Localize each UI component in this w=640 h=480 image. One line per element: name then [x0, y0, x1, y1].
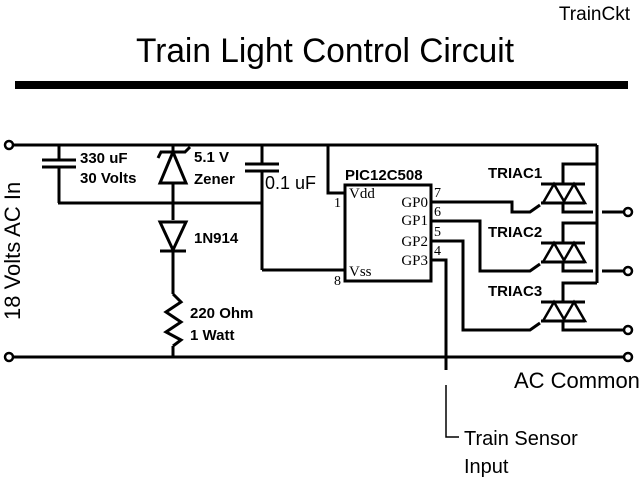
pin-vss-name: Vss	[349, 264, 372, 280]
triac2-label: TRIAC2	[488, 224, 542, 241]
input-terminal-top	[3, 139, 15, 151]
diode-part: 1N914	[194, 230, 239, 247]
resistor-220ohm	[163, 292, 184, 357]
cap-main-rating: 30 Volts	[80, 170, 136, 187]
title-underline	[15, 81, 628, 89]
ac-common-label: AC Common	[514, 368, 640, 393]
page-title: Train Light Control Circuit	[136, 32, 515, 70]
capacitor-0-1uf	[245, 145, 345, 272]
capacitor-330uf	[42, 145, 76, 203]
vdd-wire	[326, 145, 345, 195]
pic-chip	[343, 183, 433, 283]
pin-gp2-name: GP2	[401, 234, 428, 250]
gp1-wire	[431, 219, 541, 273]
pin-gp2-num: 5	[434, 225, 441, 240]
pin-vdd-num: 1	[334, 196, 341, 211]
zener-type: Zener	[194, 171, 235, 188]
pin-gp1-name: GP1	[401, 213, 428, 229]
gp2-wire	[431, 239, 541, 332]
pin-gp3-num: 4	[434, 244, 441, 259]
triac-2	[540, 221, 634, 277]
triac3-label: TRIAC3	[488, 283, 542, 300]
pin-vss-num: 8	[334, 274, 341, 289]
gp3-wire	[431, 258, 448, 370]
zener-value: 5.1 V	[194, 149, 229, 166]
sensor-label-line2: Input	[464, 456, 509, 478]
ac-common-terminal	[622, 351, 634, 363]
file-tag: TrainCkt	[559, 4, 631, 25]
zener-diode	[156, 145, 192, 220]
pin-gp0-name: GP0	[401, 195, 428, 211]
pin-vdd-name: Vdd	[349, 186, 375, 202]
triac-3	[540, 281, 634, 336]
diode-1n914	[157, 220, 189, 294]
triac1-label: TRIAC1	[488, 165, 542, 182]
input-terminal-bottom	[3, 351, 15, 363]
gp0-wire	[431, 200, 541, 214]
cap-main-value: 330 uF	[80, 150, 128, 167]
sensor-wire	[445, 385, 459, 438]
sensor-label-line1: Train Sensor	[464, 428, 578, 450]
resistor-rating: 1 Watt	[190, 327, 234, 344]
mcu-part: PIC12C508	[345, 167, 423, 184]
triac-1	[540, 162, 634, 218]
power-input-label: 18 Volts AC In	[0, 182, 25, 320]
pin-gp3-name: GP3	[401, 253, 428, 269]
cap-bypass-value: 0.1 uF	[265, 173, 316, 193]
pin-gp0-num: 7	[434, 186, 441, 201]
resistor-value: 220 Ohm	[190, 305, 253, 322]
triac3-output-terminal	[622, 324, 634, 336]
top-rail	[3, 139, 597, 151]
bottom-rail	[3, 351, 634, 363]
triac1-output-terminal	[622, 206, 634, 218]
triac2-output-terminal	[622, 265, 634, 277]
pin-gp1-num: 6	[434, 205, 441, 220]
